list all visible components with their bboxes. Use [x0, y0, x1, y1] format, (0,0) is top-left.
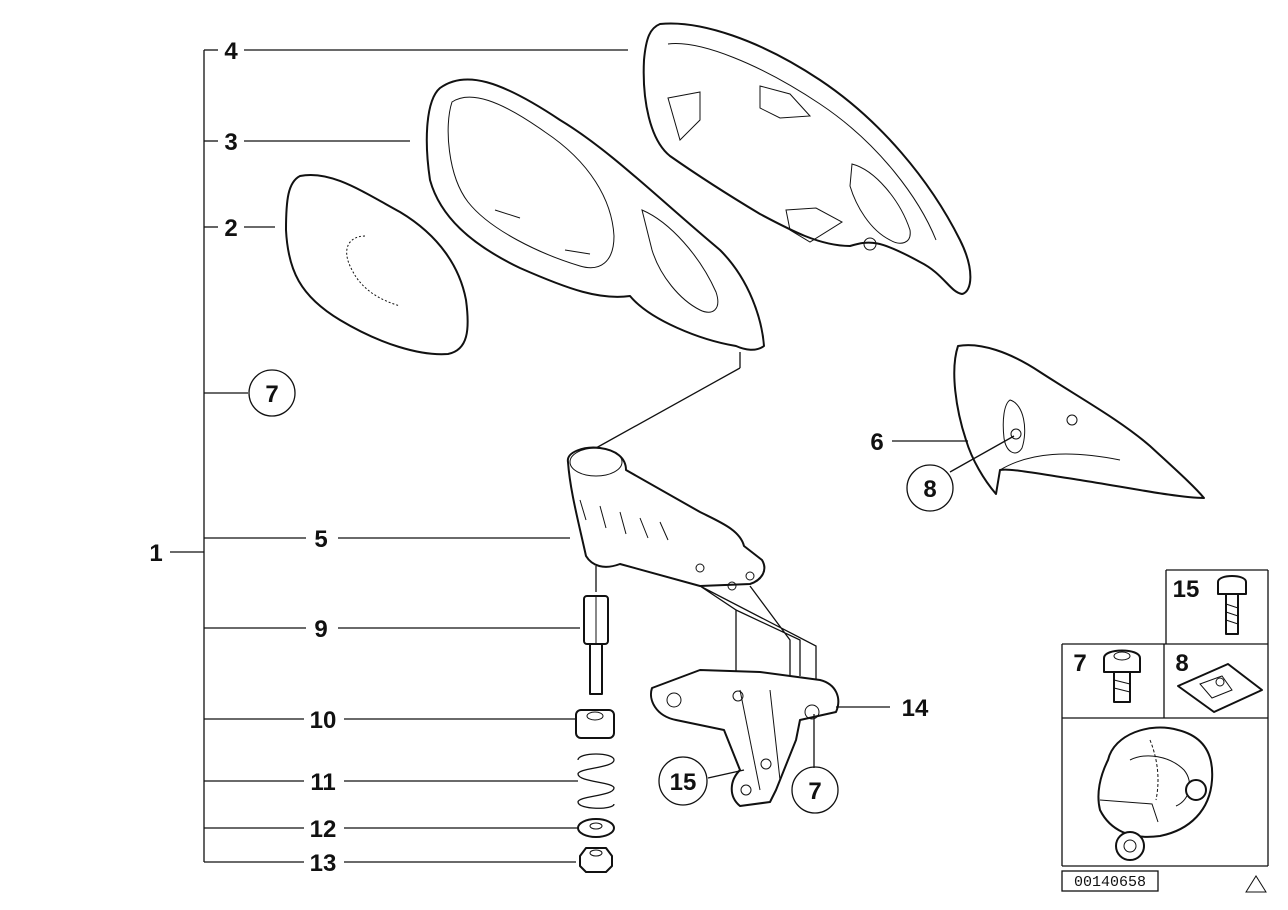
clip-nut-8-icon	[1177, 663, 1263, 713]
mirror-frame-part	[425, 78, 765, 351]
mirror-cover-part	[642, 22, 972, 295]
callout-14: 14	[902, 695, 929, 722]
callout-9: 9	[314, 616, 327, 643]
callout-7: 7	[265, 381, 278, 408]
callout-7-circle	[248, 369, 296, 417]
callout-2: 2	[224, 215, 237, 242]
callout-13: 13	[310, 850, 337, 877]
callout-5: 5	[314, 526, 327, 553]
callout-7b: 7	[808, 778, 821, 805]
mirror-base-part	[566, 446, 766, 591]
fastener-legend	[1061, 569, 1269, 867]
mounting-bracket-part	[650, 669, 840, 807]
washer-part	[577, 818, 615, 838]
warning-triangle-icon	[1245, 875, 1267, 893]
callout-1: 1	[149, 540, 162, 567]
callout-4: 4	[224, 38, 238, 65]
callout-15: 15	[670, 769, 697, 796]
screw-7-icon	[1103, 649, 1141, 703]
callout-11: 11	[310, 769, 335, 796]
stud-bolt-part	[583, 595, 609, 695]
diagram-id: 00140658	[1074, 874, 1146, 891]
callout-6: 6	[870, 429, 883, 456]
leader-bracket	[170, 49, 628, 863]
spring-part	[577, 753, 615, 809]
legend-label-8: 8	[1175, 650, 1188, 677]
callout-8: 8	[923, 476, 936, 503]
side-trim-part	[953, 344, 1205, 499]
diagram-id-box	[1061, 870, 1159, 892]
legend-label-15: 15	[1173, 576, 1200, 603]
callout-10: 10	[310, 707, 337, 734]
callout-7b-circle	[791, 766, 839, 814]
callout-8-circle	[906, 464, 954, 512]
callout-15-circle	[658, 756, 708, 806]
screw-15-icon	[1217, 575, 1247, 635]
nut-part	[579, 847, 613, 873]
motorcycle-thumbnail	[1097, 726, 1214, 861]
legend-label-7: 7	[1073, 650, 1086, 677]
mirror-glass-part	[285, 173, 469, 356]
rubber-bushing-part	[575, 709, 615, 739]
callout-3: 3	[224, 129, 237, 156]
callout-12: 12	[310, 816, 337, 843]
